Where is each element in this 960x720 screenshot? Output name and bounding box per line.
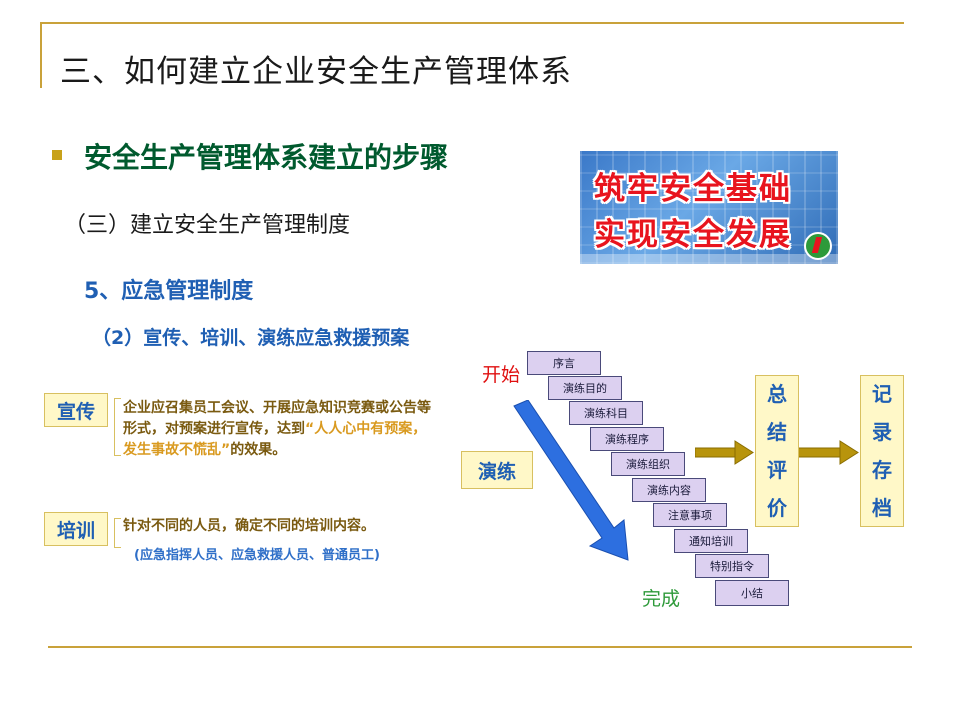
left-rule [40, 22, 42, 88]
step-box: 小结 [715, 580, 789, 606]
top-rule [40, 22, 904, 24]
banner-strip [580, 254, 838, 264]
item-heading: 5、应急管理制度 [84, 279, 254, 304]
section-heading: 安全生产管理体系建立的步骤 [84, 141, 449, 174]
step-box: 通知培训 [674, 529, 748, 553]
sub-item-heading: （2）宣传、培训、演练应急救援预案 [92, 327, 410, 349]
bottom-rule [48, 646, 912, 648]
step-box: 序言 [527, 351, 601, 375]
propaganda-text-before: 企业应召集员工会议、开展应急知识竞赛或公告等形式，对预案进行宣传，达到 [123, 400, 431, 437]
summary-evaluation-box: 总结评价 [755, 375, 799, 527]
banner-line1: 筑牢安全基础 [594, 171, 792, 207]
step-box: 演练科目 [569, 401, 643, 425]
step-box: 演练程序 [590, 427, 664, 451]
step-box: 注意事项 [653, 503, 727, 527]
bullet-square-icon [52, 150, 62, 160]
safety-logo-icon [804, 232, 832, 260]
training-label: 培训 [44, 512, 108, 546]
safety-banner-image: 筑牢安全基础 实现安全发展 [580, 151, 838, 264]
record-archive-box: 记录存档 [860, 375, 904, 527]
propaganda-label: 宣传 [44, 393, 108, 427]
propaganda-text-after: 的效果。 [230, 442, 287, 458]
step-box: 演练目的 [548, 376, 622, 400]
flow-arrows [695, 440, 859, 465]
right-arrow-icon [797, 440, 859, 465]
slide-title: 三、如何建立企业安全生产管理体系 [60, 54, 572, 90]
step-box: 演练组织 [611, 452, 685, 476]
step-box: 特别指令 [695, 554, 769, 578]
step-box: 演练内容 [632, 478, 706, 502]
sub-heading: （三）建立安全生产管理制度 [64, 213, 351, 238]
drill-label: 演练 [461, 451, 533, 489]
training-note: (应急指挥人员、应急救援人员、普通员工) [134, 548, 380, 563]
down-arrow-icon [513, 400, 629, 561]
training-description: 针对不同的人员，确定不同的培训内容。 [123, 518, 375, 534]
banner-background [580, 151, 838, 264]
right-arrow-icon [695, 440, 754, 465]
start-label: 开始 [482, 364, 521, 386]
propaganda-description: 企业应召集员工会议、开展应急知识竞赛或公告等形式，对预案进行宣传，达到“人人心中… [123, 398, 433, 461]
propaganda-text-highlight: “人人心中有预案，发生事故不慌乱” [123, 421, 427, 458]
training-bracket [114, 518, 121, 548]
finish-label: 完成 [642, 588, 681, 610]
propaganda-bracket [114, 398, 121, 456]
banner-line2: 实现安全发展 [594, 217, 792, 253]
